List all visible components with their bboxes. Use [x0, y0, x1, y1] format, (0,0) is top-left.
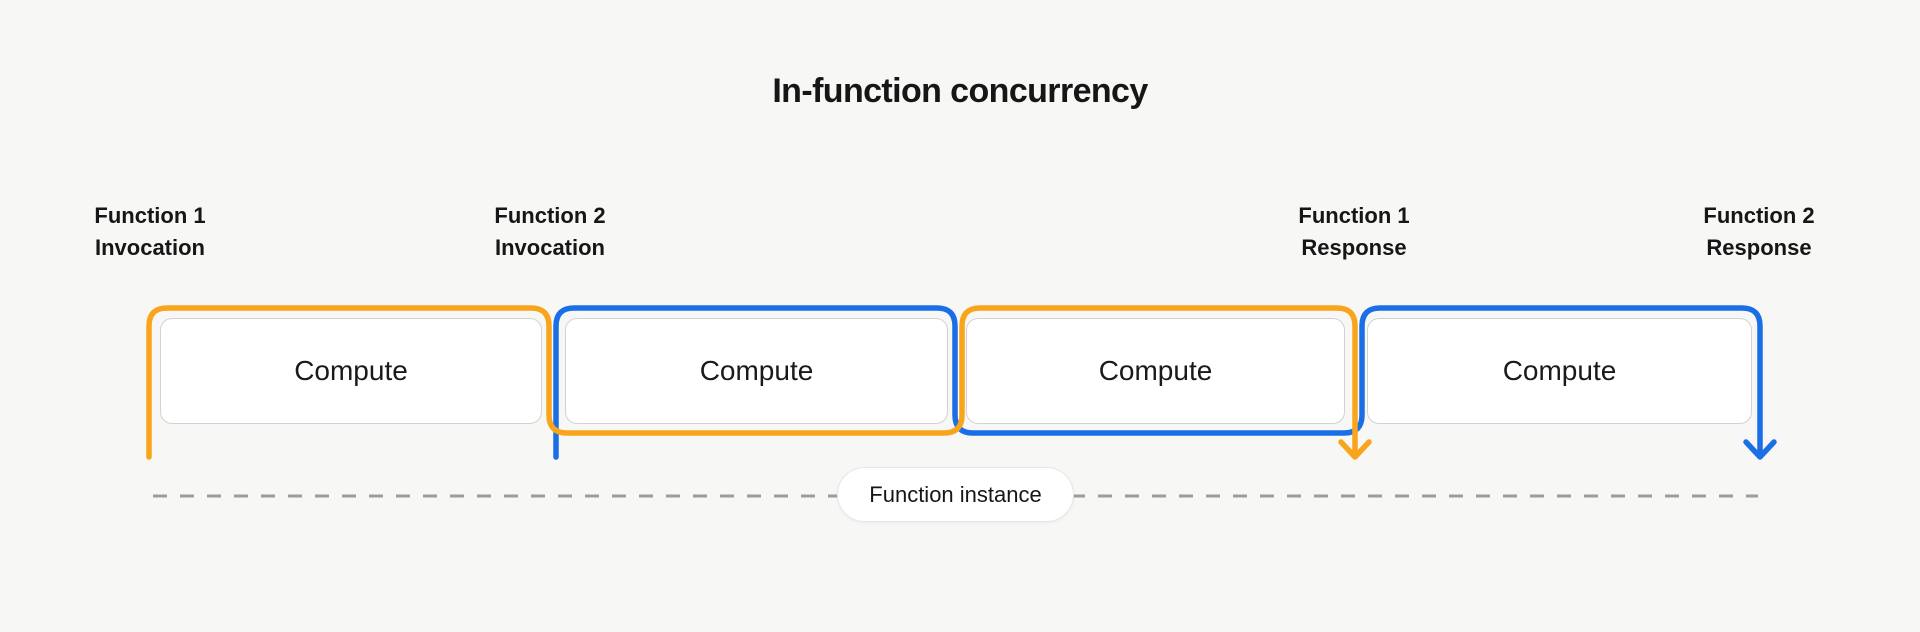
label-function2-invocation: Function 2 Invocation	[440, 200, 660, 264]
compute-box-label: Compute	[1098, 355, 1213, 386]
label-function-name: Function 2	[1703, 203, 1815, 228]
function2-timeline-path	[553, 305, 1763, 460]
label-event-name: Response	[1301, 235, 1407, 260]
function2-response-arrowhead-icon	[1743, 439, 1777, 460]
compute-box-3: Compute	[966, 318, 1345, 424]
label-event-name: Invocation	[94, 235, 205, 260]
function-instance-pill: Function instance	[837, 467, 1074, 522]
compute-box-label: Compute	[1502, 355, 1617, 386]
label-event-name: Response	[1706, 235, 1812, 260]
compute-box-1: Compute	[160, 318, 542, 424]
label-function-name: Function 1	[1298, 203, 1410, 228]
label-function-name: Function 1	[94, 203, 206, 228]
function1-response-arrowhead-icon	[1338, 439, 1372, 460]
compute-box-4: Compute	[1367, 318, 1752, 424]
label-function1-response: Function 1 Response	[1244, 200, 1464, 264]
diagram-title: In-function concurrency	[772, 72, 1148, 110]
compute-box-2: Compute	[565, 318, 948, 424]
function1-timeline-path	[146, 305, 1358, 460]
label-function1-invocation: Function 1 Invocation	[40, 200, 260, 264]
label-event-name: Invocation	[494, 235, 605, 260]
compute-box-label: Compute	[294, 355, 408, 386]
compute-box-label: Compute	[699, 355, 814, 386]
label-function-name: Function 2	[494, 203, 606, 228]
function-instance-label: Function instance	[869, 481, 1042, 507]
label-function2-response: Function 2 Response	[1649, 200, 1869, 264]
